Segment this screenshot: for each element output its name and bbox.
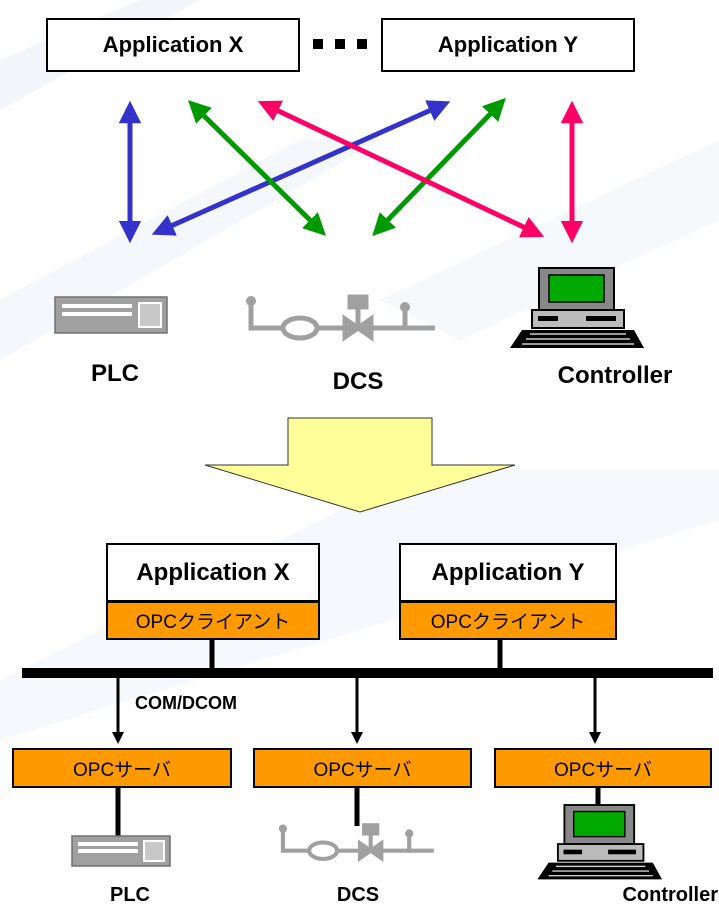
transform-down-arrow [204,417,516,513]
opc-client-y-label: OPCクライアント [430,612,586,633]
bottom-dcs-label: DCS [336,884,380,906]
controller-computer-icon [510,267,644,348]
opc-server-controller-label: OPCサーバ [554,759,652,781]
opc-server-dcs-label: OPCサーバ [313,759,412,781]
dcs-valve-icon [246,294,435,342]
opc-server-dcs: OPCサーバ [253,748,472,788]
plc-icon [54,296,168,334]
bottom-plc-label: PLC [110,884,150,906]
bottom-controller-label: Controller [622,884,718,906]
opc-client-x: OPCクライアント [106,601,320,640]
plc-icon-bottom [71,835,171,867]
top-app-y-label: Application Y [437,32,579,57]
top-dcs-label: DCS [332,368,384,395]
bus-label: COM/DCOM [135,693,237,713]
opc-server-controller: OPCサーバ [494,748,712,788]
top-plc-label: PLC [91,360,139,387]
controller-computer-icon-bottom [537,804,663,880]
opc-server-plc: OPCサーバ [12,748,232,788]
bottom-app-y-box: Application Y [399,543,617,602]
opc-client-x-label: OPCクライアント [135,612,291,633]
com-dcom-bus [22,668,713,678]
dcs-valve-icon-bottom [278,823,434,862]
bottom-app-x-box: Application X [106,543,320,602]
opc-client-y: OPCクライアント [399,601,617,640]
top-app-x-box: Application X [46,18,300,72]
arrow-pink-diagonal [257,100,545,238]
top-app-x-label: Application X [102,32,244,57]
opc-server-plc-label: OPCサーバ [73,759,171,781]
top-controller-label: Controller [557,362,673,389]
bottom-app-y-label: Application Y [431,558,585,586]
top-app-y-box: Application Y [381,18,635,72]
bottom-app-x-label: Application X [136,558,290,586]
ellipsis-dots [313,39,367,49]
